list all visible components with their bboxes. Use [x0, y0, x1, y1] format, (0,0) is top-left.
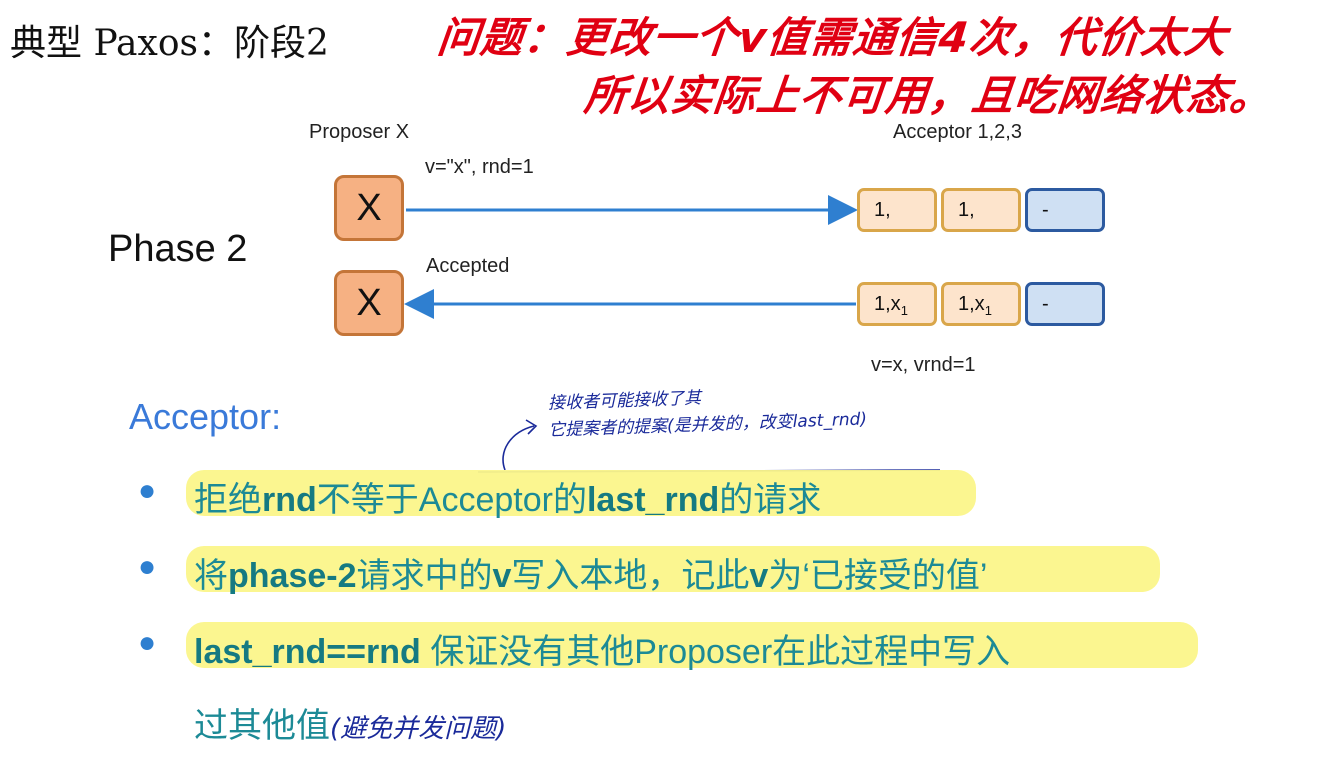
bold-term: last_rnd — [586, 481, 720, 519]
acceptor-heading: Acceptor: — [129, 396, 282, 437]
bold-term: rnd — [262, 481, 317, 519]
text-segment: 为‘已接受的值’ — [768, 557, 988, 595]
text-segment: 写入本地，记此 — [511, 557, 750, 595]
bullet-1-text: 拒绝rnd不等于Acceptor的last_rnd的请求 — [194, 472, 821, 521]
text-segment: 不等于Acceptor的 — [316, 481, 587, 519]
highlight-bullet-1 — [186, 470, 976, 516]
bullet-3-text: last_rnd==rnd 保证没有其他Proposer在此过程中写入 — [194, 624, 1010, 673]
acceptor-label: Acceptor 1,2,3 — [893, 121, 1022, 143]
proposer-label: Proposer X — [309, 121, 410, 143]
text-segment: 拒绝 — [194, 481, 262, 519]
acceptor-1-cell: 1, — [857, 188, 937, 232]
request-label: v="x", rnd=1 — [425, 156, 534, 178]
proposer-box-request: X — [334, 175, 404, 241]
bullet-dot: ● — [138, 550, 157, 583]
highlight-bullet-3 — [186, 622, 1198, 668]
cell-value: - — [1042, 292, 1049, 315]
bold-term: last_rnd==rnd — [194, 633, 421, 671]
bold-term: phase-2 — [228, 557, 357, 595]
text-segment: 请求中的 — [356, 557, 493, 595]
cell-subscript: 1 — [900, 302, 908, 318]
text-segment: 过其他值 — [194, 707, 330, 745]
proposer-box-response: X — [334, 270, 404, 336]
bullet-2-text: 将phase-2请求中的v写入本地，记此v为‘已接受的值’ — [194, 548, 987, 597]
bold-term: v — [749, 557, 769, 595]
bold-term: v — [492, 557, 512, 595]
cell-value: 1,x — [958, 292, 985, 315]
handwritten-note-line1: 接收者可能接收了其 — [547, 388, 702, 414]
state-note: v=x, vrnd=1 — [871, 354, 976, 376]
text-segment: 将 — [194, 557, 228, 595]
bullet-dot: ● — [138, 474, 157, 507]
acceptor-3-cell: - — [1025, 188, 1105, 232]
phase-label: Phase 2 — [108, 228, 248, 270]
handwritten-inline-note: (避免并发问题) — [330, 714, 507, 744]
response-label: Accepted — [426, 255, 510, 277]
highlight-bullet-2 — [186, 546, 1160, 592]
text-segment: 的请求 — [719, 481, 822, 519]
bullet-dot: ● — [138, 626, 157, 659]
cell-subscript: 1 — [984, 302, 992, 318]
bullet-3-continuation: 过其他值(避免并发问题) — [194, 698, 506, 747]
text-segment: 保证没有其他Proposer在此过程中写入 — [420, 633, 1011, 671]
acceptor-2-cell: 1, — [941, 188, 1021, 232]
page-title: 典型 Paxos：阶段2 — [10, 23, 329, 64]
acceptor-3-accepted-cell: - — [1025, 282, 1105, 326]
cell-value: 1,x — [874, 292, 901, 315]
